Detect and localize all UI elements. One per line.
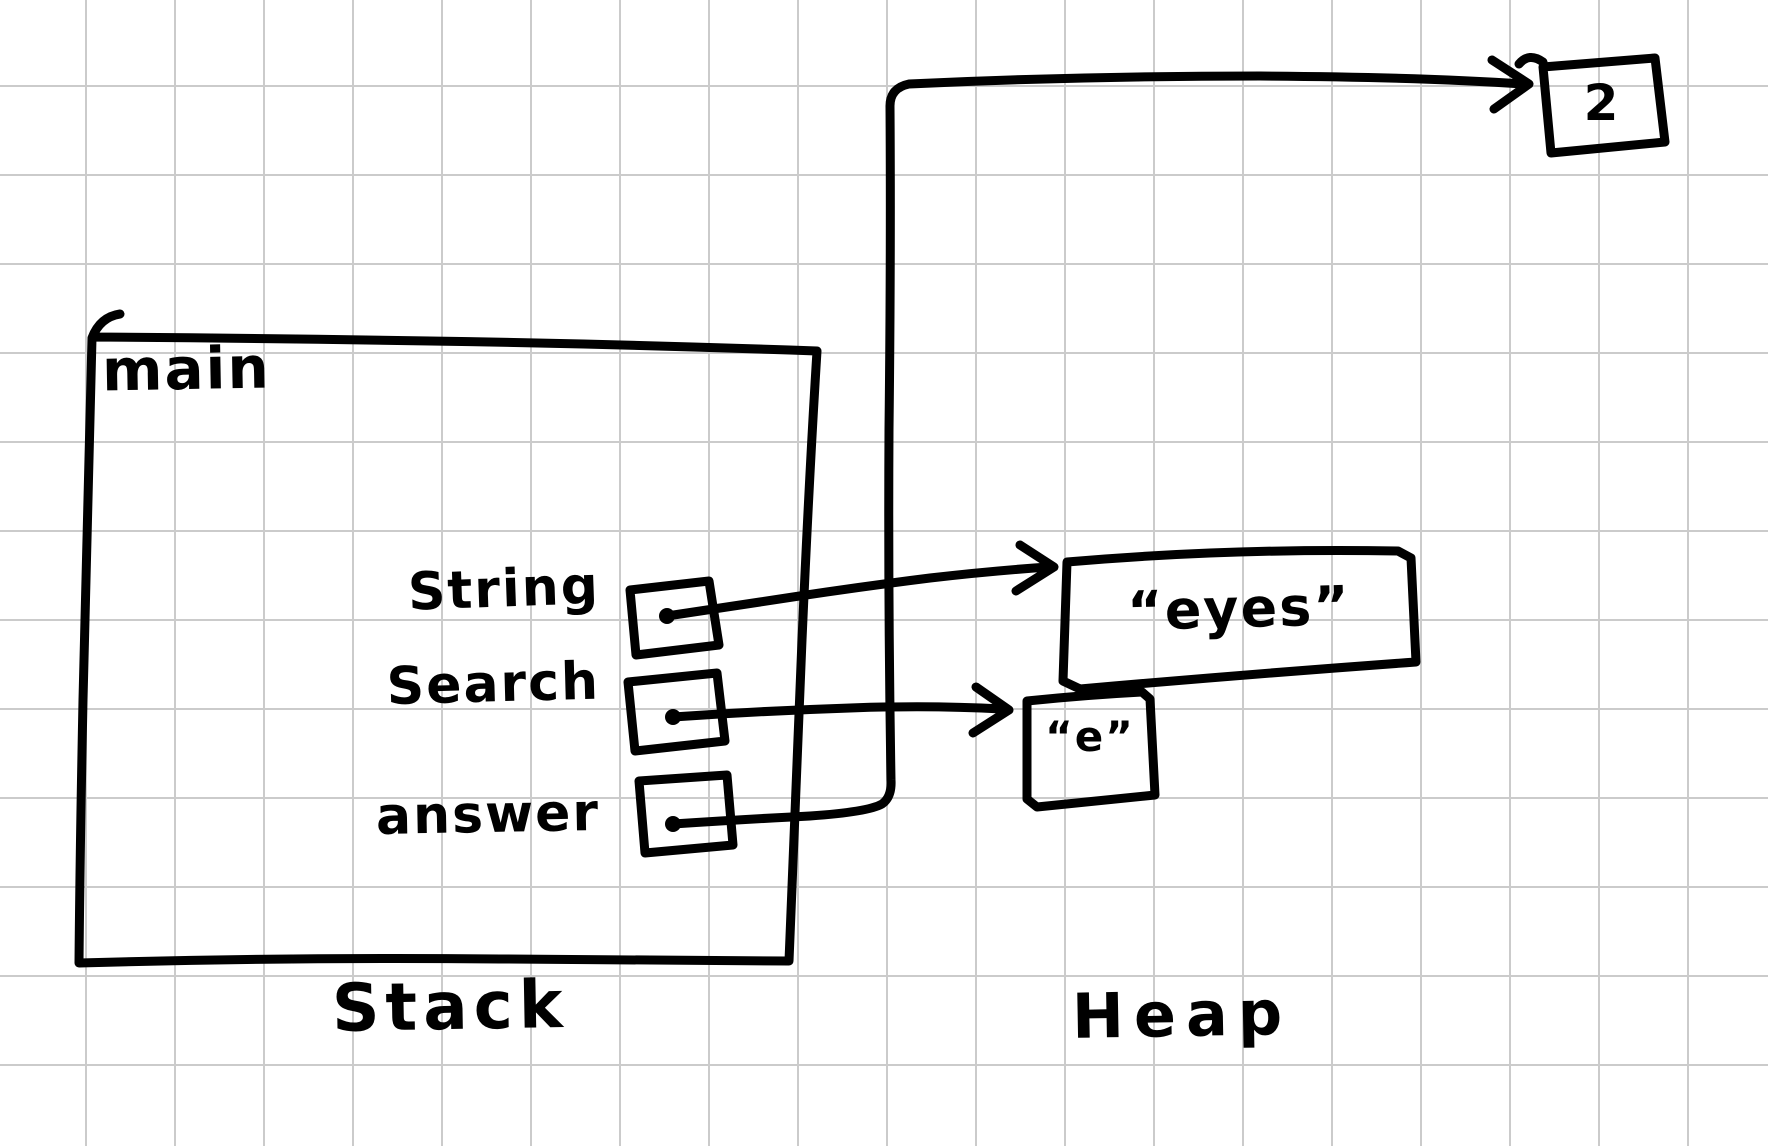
main-frame-box xyxy=(74,309,822,968)
heap-box-two xyxy=(1514,53,1670,158)
search-pointer-cell xyxy=(623,668,730,756)
heap-value-eyes: “eyes” xyxy=(1126,574,1352,643)
heap-region-label: Heap xyxy=(1071,976,1293,1053)
variable-label-answer: answer xyxy=(375,783,601,847)
heap-box-e xyxy=(1022,687,1160,812)
heap-box-eyes xyxy=(1058,545,1421,694)
stack-region-label: Stack xyxy=(331,965,570,1048)
heap-value-two: 2 xyxy=(1583,74,1621,132)
answer-pointer-arrow xyxy=(668,55,1534,829)
heap-value-e: “e” xyxy=(1045,712,1135,761)
variable-label-string: String xyxy=(406,556,601,623)
answer-pointer-cell xyxy=(634,770,738,858)
stack-frame-label: main xyxy=(101,333,272,405)
string-pointer-arrow xyxy=(662,540,1059,621)
search-pointer-arrow xyxy=(668,682,1014,738)
variable-label-search: Search xyxy=(385,651,601,718)
string-pointer-cell xyxy=(625,576,724,660)
